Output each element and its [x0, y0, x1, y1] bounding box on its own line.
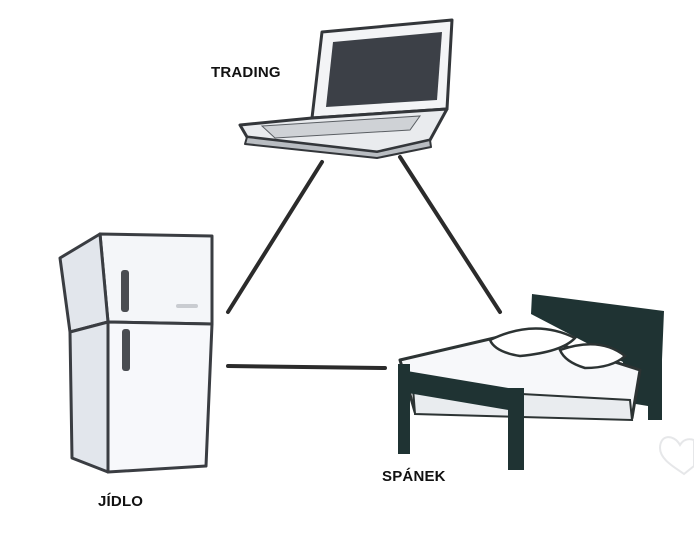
- laptop-icon: [238, 18, 454, 159]
- fridge-icon: [58, 232, 214, 474]
- bed-icon: [398, 294, 664, 470]
- edge-laptop-bed: [398, 155, 502, 314]
- edge-laptop-fridge: [226, 160, 324, 314]
- label-jidlo: JÍDLO: [98, 493, 144, 510]
- bottom-fade: [0, 486, 694, 533]
- edge-fridge-bed: [226, 364, 387, 370]
- heart-icon: [658, 436, 694, 476]
- label-spanek: SPÁNEK: [382, 468, 446, 485]
- label-trading: TRADING: [211, 64, 281, 81]
